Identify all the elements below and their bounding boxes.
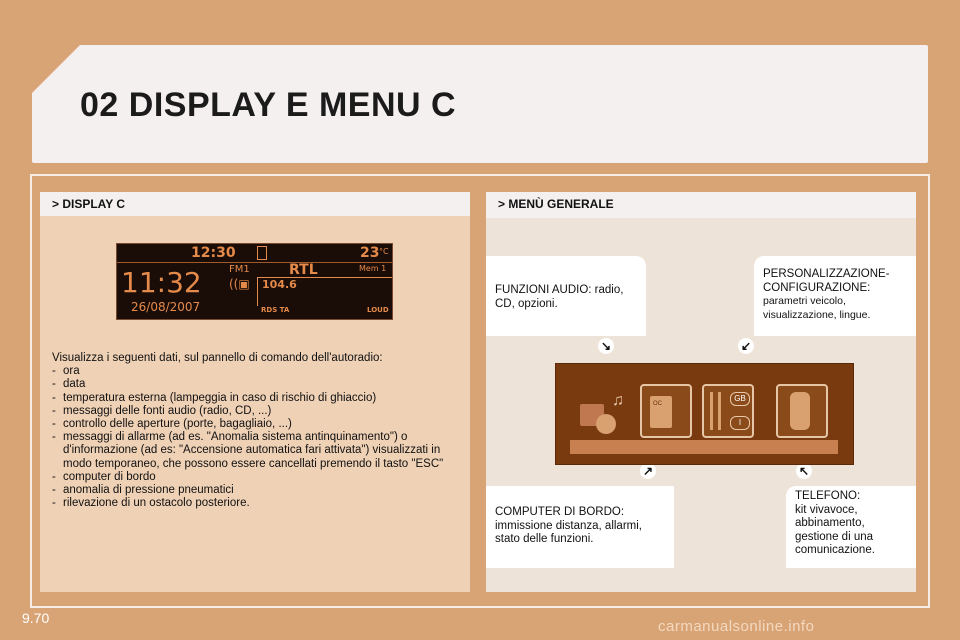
display-phone-icon bbox=[257, 246, 267, 260]
it-badge: I bbox=[730, 416, 750, 430]
display-frequency: 104.6 bbox=[262, 278, 297, 291]
telephone-callout: TELEFONO: kit vivavoce, abbinamento, ges… bbox=[786, 486, 916, 568]
watermark: carmanualsonline.info bbox=[658, 618, 815, 635]
personalization-callout: PERSONALIZZAZIONE-CONFIGURAZIONE: parame… bbox=[754, 256, 916, 336]
list-item: messaggi delle fonti audio (radio, CD, .… bbox=[52, 405, 462, 418]
general-menu-display-image: ♫ OC GB I bbox=[555, 363, 854, 465]
display-date: 26/08/2007 bbox=[131, 300, 201, 314]
trip-computer-callout: COMPUTER DI BORDO: immissione distanza, … bbox=[486, 486, 674, 568]
audio-menu-icon: ♫ bbox=[576, 384, 628, 438]
display-clock-small: 12:30 bbox=[191, 245, 236, 261]
display-top-bar bbox=[117, 244, 392, 263]
personalization-menu-icon: GB I bbox=[702, 384, 754, 438]
menu-selection-bar bbox=[570, 440, 838, 454]
display-temp-unit: °C bbox=[379, 247, 389, 256]
list-item: rilevazione di un ostacolo posteriore. bbox=[52, 497, 462, 510]
description-intro: Visualizza i seguenti dati, sul pannello… bbox=[52, 352, 383, 364]
personalization-sub: parametri veicolo, visualizzazione, ling… bbox=[763, 295, 871, 321]
radio-display-image: 12:30 23 °C FM1 RTL Mem 1 11:32 ((▣ 104.… bbox=[116, 243, 393, 320]
display-band: FM1 bbox=[229, 264, 250, 275]
display-temperature: 23 bbox=[360, 245, 380, 261]
display-c-header: > DISPLAY C bbox=[40, 192, 470, 216]
title-card bbox=[31, 44, 928, 163]
display-station: RTL bbox=[289, 262, 318, 278]
trip-computer-menu-icon: OC bbox=[640, 384, 692, 438]
arrow-up-computer-icon: ↗ bbox=[640, 463, 656, 479]
list-item: data bbox=[52, 378, 462, 391]
page-title: 02 DISPLAY E MENU C bbox=[80, 86, 457, 124]
display-freq-box bbox=[257, 277, 392, 306]
arrow-down-audio-icon: ↘ bbox=[598, 338, 614, 354]
list-item: controllo delle aperture (porte, bagagli… bbox=[52, 418, 462, 431]
display-c-description: Visualizza i seguenti dati, sul pannello… bbox=[52, 352, 462, 511]
list-item: anomalia di pressione pneumatici bbox=[52, 484, 462, 497]
oc-badge: OC bbox=[653, 401, 662, 407]
page-number: 9.70 bbox=[22, 610, 50, 626]
list-item: temperatura esterna (lampeggia in caso d… bbox=[52, 392, 462, 405]
display-loud: LOUD bbox=[367, 306, 389, 314]
arrow-up-tel-icon: ↖ bbox=[796, 463, 812, 479]
radio-icon: ((▣ bbox=[229, 277, 250, 291]
general-menu-header: > MENÙ GENERALE bbox=[486, 192, 916, 216]
display-memory: Mem 1 bbox=[359, 264, 387, 273]
content-frame bbox=[30, 174, 930, 608]
display-clock-large: 11:32 bbox=[121, 266, 202, 299]
telephone-menu-icon bbox=[776, 384, 828, 438]
description-list: ora data temperatura esterna (lampeggia … bbox=[52, 365, 462, 510]
list-item: computer di bordo bbox=[52, 471, 462, 484]
arrow-down-perso-icon: ↙ bbox=[738, 338, 754, 354]
personalization-title: PERSONALIZZAZIONE-CONFIGURAZIONE: bbox=[763, 268, 890, 294]
audio-functions-callout: FUNZIONI AUDIO: radio, CD, opzioni. bbox=[486, 256, 646, 336]
telephone-body: kit vivavoce, abbinamento, gestione di u… bbox=[795, 503, 875, 557]
telephone-title: TELEFONO: bbox=[795, 490, 861, 502]
list-item: messaggi di allarme (ad es. "Anomalia si… bbox=[52, 431, 462, 471]
gb-badge: GB bbox=[730, 392, 750, 406]
display-rds-ta: RDS TA bbox=[261, 306, 290, 314]
list-item: ora bbox=[52, 365, 462, 378]
